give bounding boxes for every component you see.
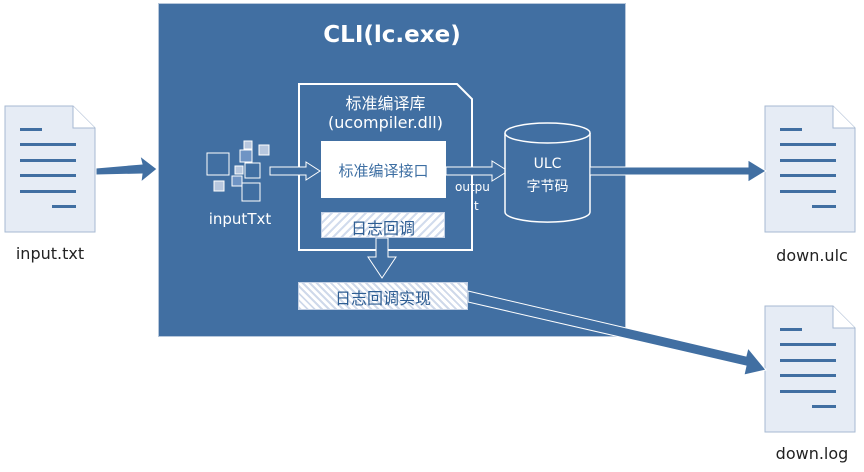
input-file-icon — [4, 105, 96, 233]
input-cluster-icon — [206, 140, 270, 202]
input-source-label: inputTxt — [208, 210, 272, 228]
log-callback-label: 日志回调 — [350, 219, 415, 238]
down-log-file-label: down.log — [775, 444, 849, 463]
input-file-label: input.txt — [15, 244, 85, 263]
ulc-database-icon — [504, 122, 591, 223]
library-name-line2: (ucompiler.dll) — [328, 113, 443, 132]
output-edge-label: outpu — [455, 180, 490, 194]
arrow-callback-to-impl — [367, 237, 397, 279]
down-ulc-file-label: down.ulc — [776, 246, 848, 265]
interface-box — [321, 141, 446, 198]
cli-title: CLI(lc.exe) — [323, 22, 461, 48]
ulc-store-label-line1: ULC — [533, 156, 562, 172]
log-impl-label: 日志回调实现 — [334, 289, 431, 308]
interface-label: 标准编译接口 — [338, 162, 429, 180]
ulc-store-label-line2: 字节码 — [526, 179, 569, 195]
down-log-file-icon — [764, 305, 856, 433]
log-callback-box — [321, 212, 445, 238]
log-impl-box — [298, 282, 468, 310]
library-name-line1: 标准编译库 — [345, 94, 426, 113]
down-ulc-file-icon — [764, 105, 856, 233]
output-edge-label-tail: t — [474, 199, 479, 213]
arrow-input-to-interface — [269, 161, 321, 181]
arrow-input-to-cli — [95, 154, 158, 184]
arrow-ulc-to-file — [589, 159, 767, 183]
arrow-interface-to-ulc — [445, 160, 509, 182]
arrow-impl-to-log — [467, 290, 767, 376]
